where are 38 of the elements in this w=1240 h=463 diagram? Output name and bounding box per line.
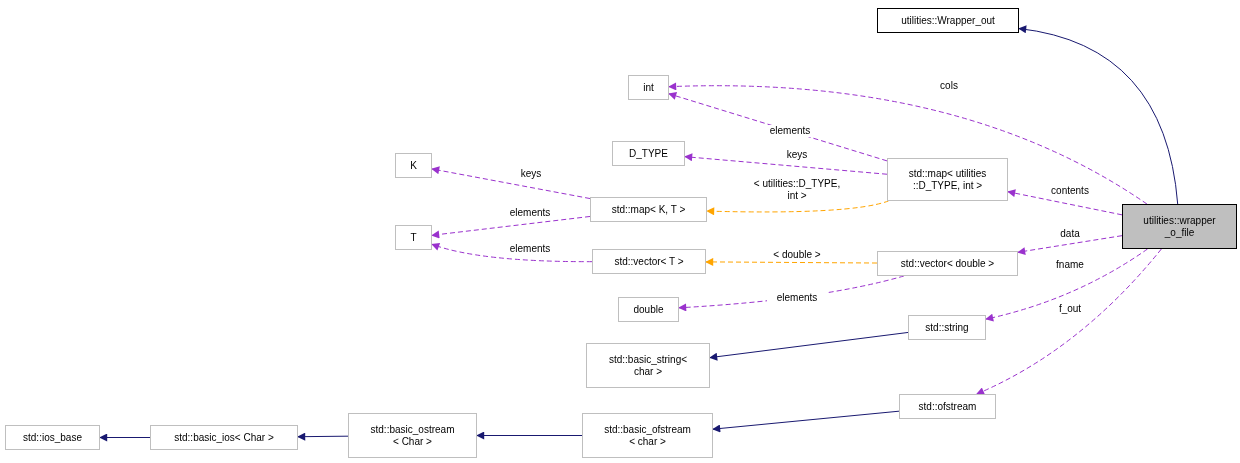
arrow [976, 248, 1162, 395]
arrow [712, 410, 900, 433]
arrow [1017, 235, 1123, 256]
class-box: std::basic_ofstream < char > [582, 413, 713, 458]
class-box: int [628, 75, 669, 100]
edge-label: elements [767, 125, 813, 137]
edge-label: elements [767, 292, 827, 304]
arrow [668, 82, 1148, 205]
class-box: std::vector< double > [877, 251, 1018, 276]
class-box: std::map< utilities ::D_TYPE, int > [887, 158, 1008, 201]
arrow [99, 433, 151, 442]
class-box: std::string [908, 315, 986, 340]
arrow [431, 242, 593, 263]
arrow [709, 331, 909, 361]
arrow [705, 257, 878, 266]
class-box: std::ofstream [899, 394, 996, 419]
class-box: std::basic_ios< Char > [150, 425, 298, 450]
class-box: K [395, 153, 432, 178]
class-box: double [618, 297, 679, 322]
class-box: utilities::wrapper _o_file [1122, 204, 1237, 249]
arrow [1018, 25, 1179, 205]
class-box: std::vector< T > [592, 249, 706, 274]
arrow [431, 166, 591, 200]
class-box: std::basic_ostream < Char > [348, 413, 477, 458]
arrow [706, 200, 889, 216]
arrow [668, 92, 888, 162]
arrow [1007, 189, 1123, 216]
arrow [431, 215, 591, 239]
arrow [985, 248, 1148, 322]
class-box: std::map< K, T > [590, 197, 707, 222]
class-box: D_TYPE [612, 141, 685, 166]
class-box: utilities::Wrapper_out [877, 8, 1019, 33]
class-box: std::basic_string< char > [586, 343, 710, 388]
arrow [684, 153, 888, 175]
class-box: T [395, 225, 432, 250]
arrow [476, 431, 583, 440]
arrow [297, 432, 349, 441]
class-box: std::ios_base [5, 425, 100, 450]
